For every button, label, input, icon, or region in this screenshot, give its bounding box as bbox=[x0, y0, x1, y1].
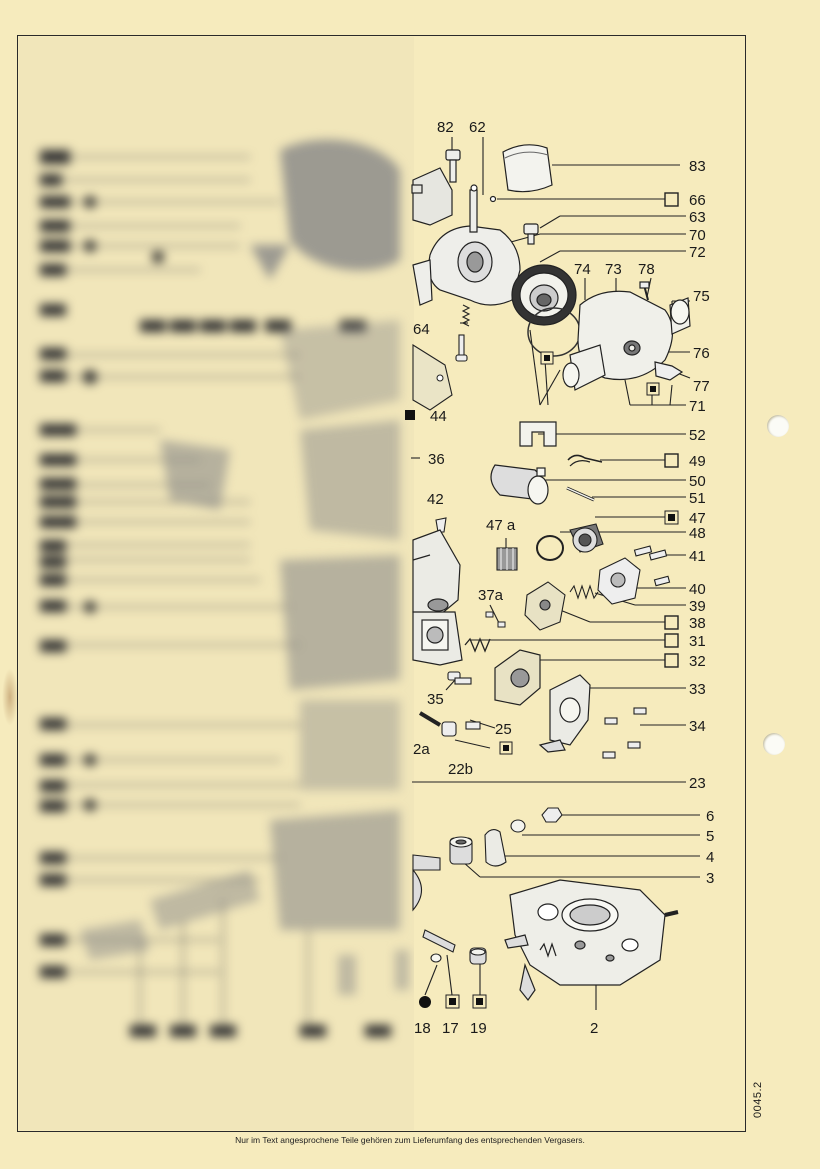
part-label: 44 bbox=[430, 408, 447, 425]
part-label: 52 bbox=[689, 427, 706, 444]
part-label: 42 bbox=[427, 491, 444, 508]
part-label: 38 bbox=[689, 615, 706, 632]
document-number: 0045.2 bbox=[752, 1081, 764, 1118]
part-label: 76 bbox=[693, 345, 710, 362]
part-label: 77 bbox=[693, 378, 710, 395]
part-label: 62 bbox=[469, 119, 486, 136]
part-label: 39 bbox=[689, 598, 706, 615]
diagram-frame bbox=[17, 35, 746, 1132]
part-label: 34 bbox=[689, 718, 706, 735]
part-label: 83 bbox=[689, 158, 706, 175]
part-label: 82 bbox=[437, 119, 454, 136]
part-label: 40 bbox=[689, 581, 706, 598]
footer-note: Nur im Text angesprochene Teile gehören … bbox=[235, 1135, 585, 1145]
part-label: 6 bbox=[706, 808, 714, 825]
part-label: 19 bbox=[470, 1020, 487, 1037]
part-label: 22b bbox=[448, 761, 473, 778]
part-label: 18 bbox=[414, 1020, 431, 1037]
part-label: 47 a bbox=[486, 517, 516, 534]
part-label: 78 bbox=[638, 261, 655, 278]
blurred-region bbox=[19, 37, 414, 1130]
part-label: 75 bbox=[693, 288, 710, 305]
part-label: 25 bbox=[495, 721, 512, 738]
part-label: 23 bbox=[689, 775, 706, 792]
part-label: 66 bbox=[689, 192, 706, 209]
part-label: 71 bbox=[689, 398, 706, 415]
part-label: 2 bbox=[590, 1020, 598, 1037]
part-label: 37a bbox=[478, 587, 504, 604]
part-label: 5 bbox=[706, 828, 714, 845]
part-label: 4 bbox=[706, 849, 714, 866]
part-label: 31 bbox=[689, 633, 706, 650]
part-label: 17 bbox=[442, 1020, 459, 1037]
part-label: 33 bbox=[689, 681, 706, 698]
part-label: 73 bbox=[605, 261, 622, 278]
part-label: 50 bbox=[689, 473, 706, 490]
part-label: 47 bbox=[689, 510, 706, 527]
punch-hole bbox=[767, 415, 789, 437]
part-label: 35 bbox=[427, 691, 444, 708]
part-label: 32 bbox=[689, 653, 706, 670]
part-label: 49 bbox=[689, 453, 706, 470]
part-label: 48 bbox=[689, 525, 706, 542]
part-label: 72 bbox=[689, 244, 706, 261]
part-label: 63 bbox=[689, 209, 706, 226]
part-label: 70 bbox=[689, 227, 706, 244]
punch-hole bbox=[763, 733, 785, 755]
part-label: 51 bbox=[689, 490, 706, 507]
part-label: 74 bbox=[574, 261, 591, 278]
paper-stain bbox=[2, 668, 18, 726]
part-label: 36 bbox=[428, 451, 445, 468]
part-label: 64 bbox=[413, 321, 430, 338]
part-label: 3 bbox=[706, 870, 714, 887]
part-label: 2a bbox=[413, 741, 430, 758]
part-label: 41 bbox=[689, 548, 706, 565]
